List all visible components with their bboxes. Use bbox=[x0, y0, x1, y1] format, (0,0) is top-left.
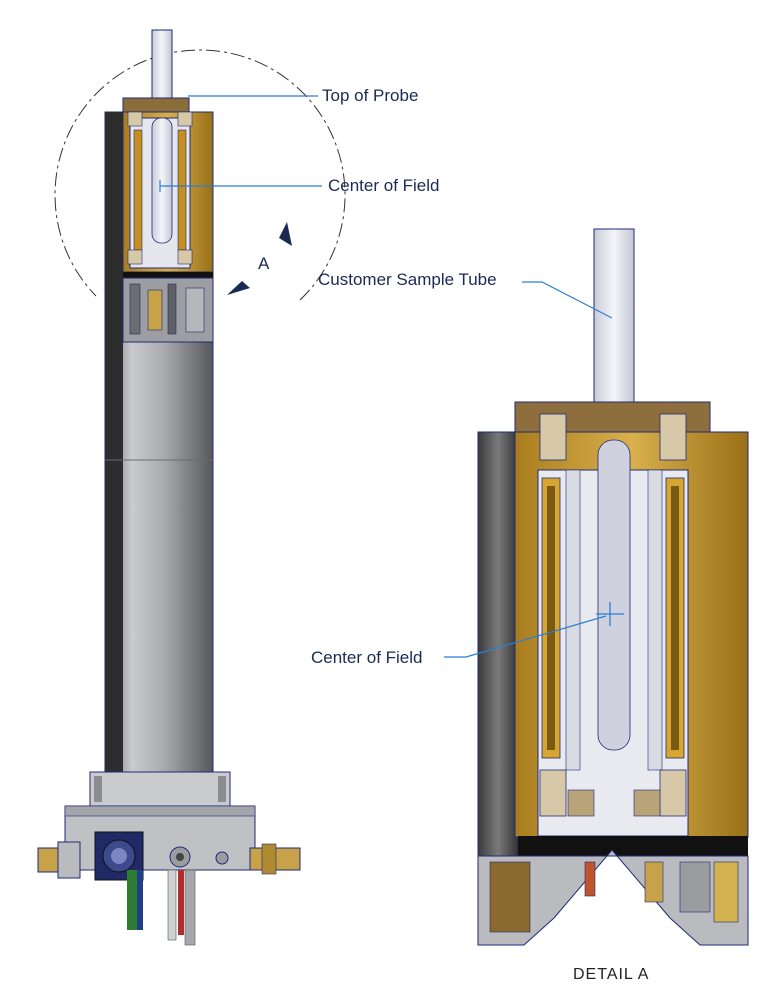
label-center-of-field-main: Center of Field bbox=[328, 176, 440, 195]
label-detail-marker: A bbox=[258, 254, 270, 273]
leader-center-of-field-detail bbox=[444, 615, 607, 658]
detail-sample-inner bbox=[597, 439, 631, 751]
black-band bbox=[123, 272, 213, 278]
cable-red bbox=[178, 870, 184, 935]
cable-green bbox=[127, 870, 137, 930]
detail-arrow-2 bbox=[227, 281, 250, 295]
detail-a-view bbox=[477, 228, 749, 946]
coil-left bbox=[133, 129, 143, 251]
label-top-of-probe: Top of Probe bbox=[322, 86, 419, 105]
coil-right bbox=[177, 129, 187, 251]
base-flange bbox=[89, 771, 231, 807]
detail-title: DETAIL A bbox=[573, 966, 650, 983]
label-customer-sample-tube: Customer Sample Tube bbox=[318, 270, 497, 289]
inner-sample bbox=[151, 117, 173, 244]
leader-customer-sample-tube bbox=[522, 281, 613, 319]
cable-grey bbox=[184, 869, 196, 946]
detail-circle bbox=[54, 49, 346, 301]
detail-black-band bbox=[518, 836, 748, 856]
detail-left-wall bbox=[477, 431, 519, 918]
cable-blue bbox=[137, 870, 143, 930]
body-dark-edge bbox=[105, 112, 123, 802]
detail-arrow-1 bbox=[279, 222, 292, 246]
full-probe-view bbox=[37, 29, 346, 946]
label-center-of-field-detail: Center of Field bbox=[311, 648, 423, 667]
